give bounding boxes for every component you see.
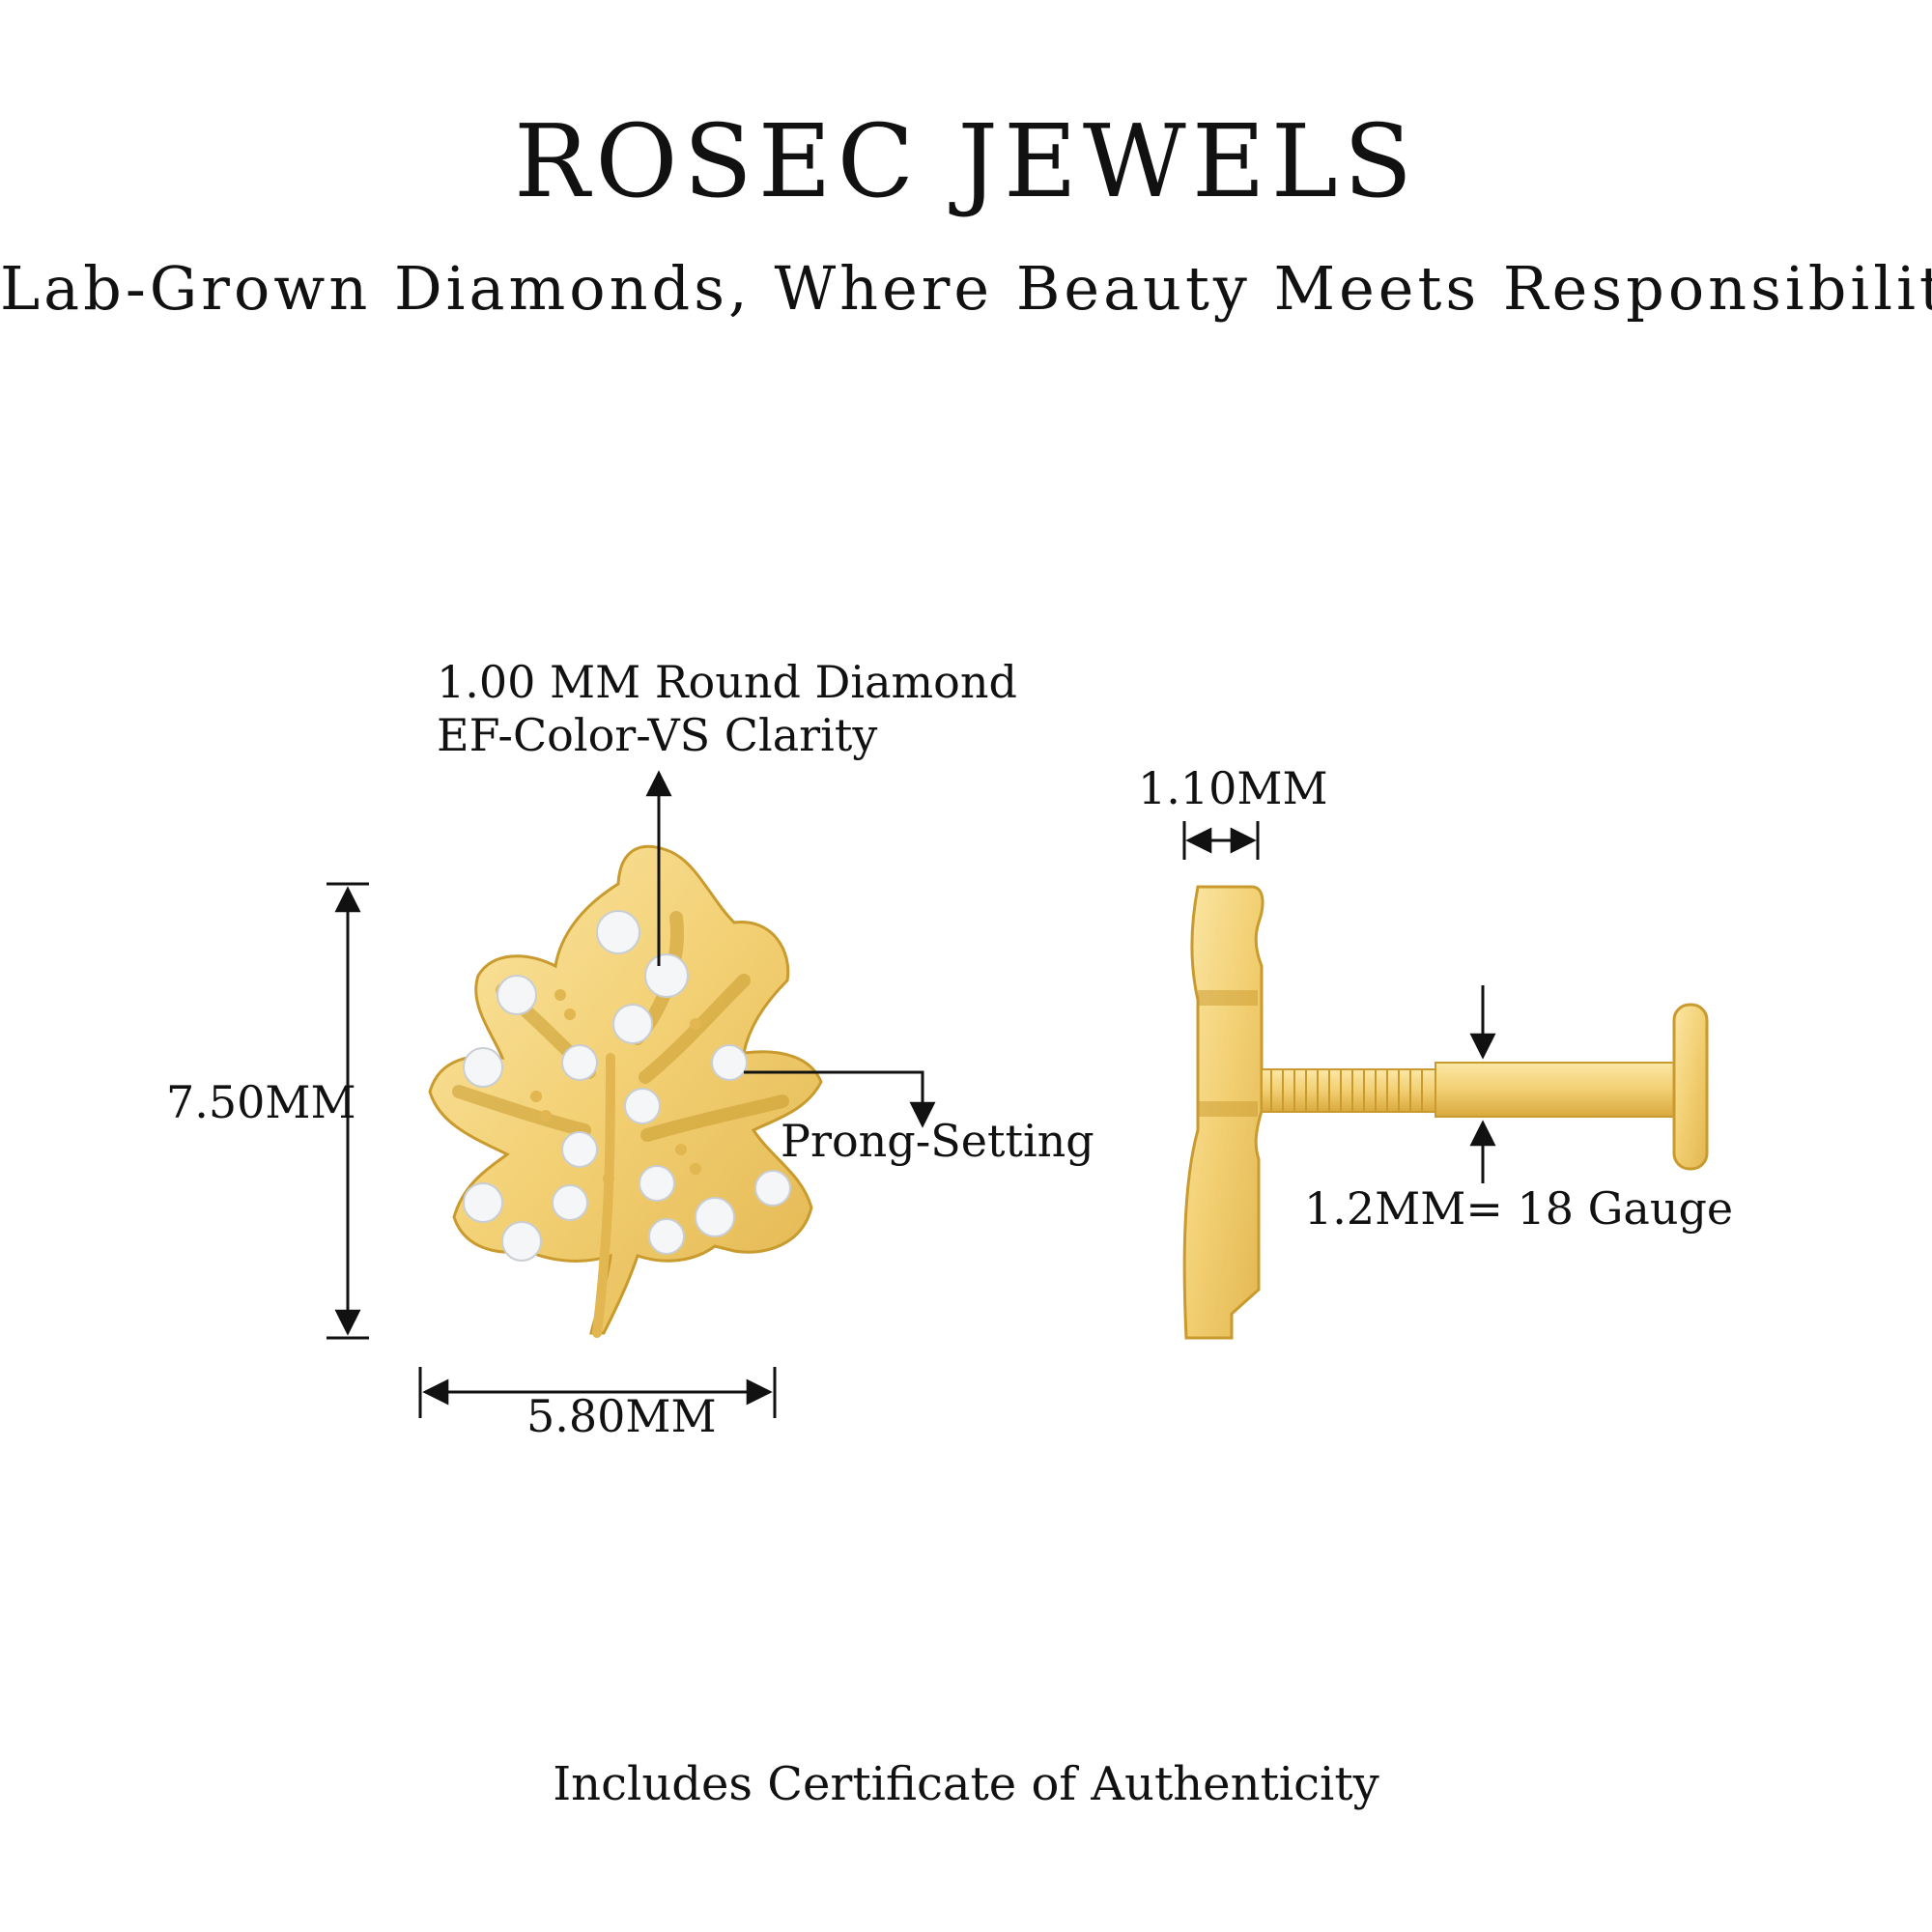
height-label: 7.50MM bbox=[166, 1076, 356, 1128]
diamond-cluster bbox=[463, 910, 791, 1262]
diamond-quality-label: EF-Color-VS Clarity bbox=[437, 709, 878, 761]
tagline: Lab-Grown Diamonds, Where Beauty Meets R… bbox=[0, 253, 1932, 324]
leaf-front-view bbox=[428, 844, 823, 1338]
stud-side-view bbox=[1182, 885, 1709, 1340]
head-thickness-dimension bbox=[1182, 821, 1260, 860]
height-dimension bbox=[327, 882, 369, 1340]
gauge-label: 1.2MM= 18 Gauge bbox=[1304, 1182, 1734, 1235]
prong-setting-label: Prong-Setting bbox=[781, 1115, 1094, 1167]
brand-title: ROSEC JEWELS bbox=[513, 102, 1419, 220]
threaded-post bbox=[1261, 1068, 1436, 1113]
width-label: 5.80MM bbox=[526, 1390, 717, 1442]
smooth-shaft bbox=[1435, 1062, 1676, 1118]
head-thickness-label: 1.10MM bbox=[1138, 762, 1328, 814]
width-dimension bbox=[418, 1367, 777, 1418]
prong-callout-line bbox=[744, 1070, 936, 1128]
certificate-note: Includes Certificate of Authenticity bbox=[553, 1757, 1379, 1811]
diamond-spec-label: 1.00 MM Round Diamond bbox=[437, 656, 1017, 708]
flat-back-disc bbox=[1672, 1003, 1709, 1171]
